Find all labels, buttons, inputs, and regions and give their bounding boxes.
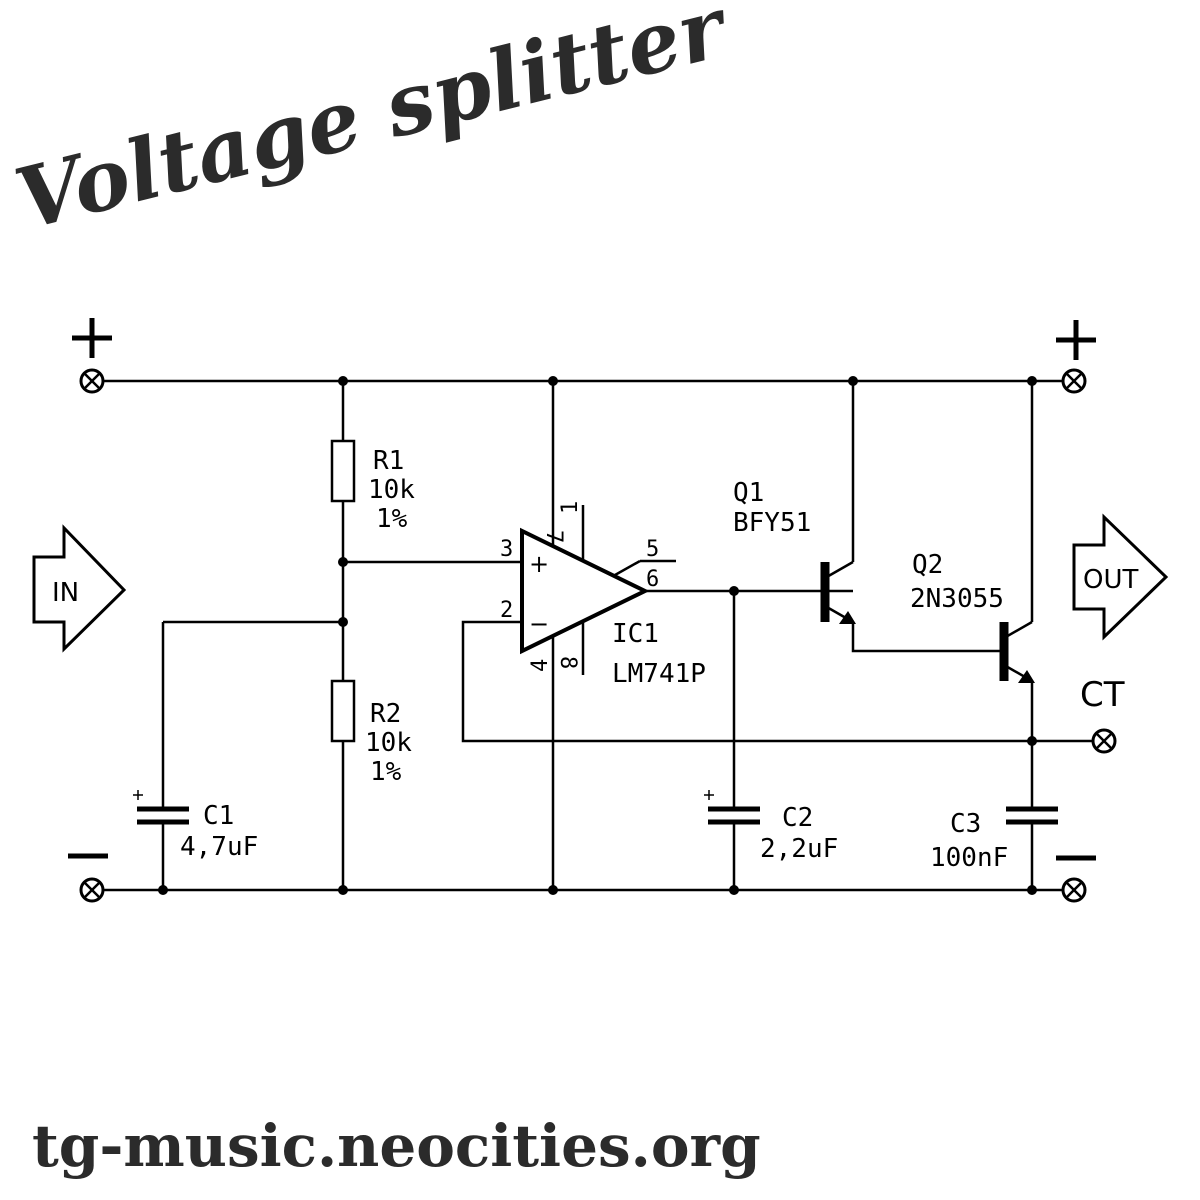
plus-sign-right xyxy=(1056,320,1096,360)
r2-value: 10k xyxy=(365,728,412,758)
ic1-noninv-sign: + xyxy=(529,550,549,578)
r1-tolerance: 1% xyxy=(376,504,408,534)
q2-ref: Q2 xyxy=(912,550,943,580)
r1-ref: R1 xyxy=(373,446,404,476)
terminal-plus-left xyxy=(79,368,105,394)
r2-tolerance: 1% xyxy=(370,757,402,787)
ic1-pin4: 4 xyxy=(528,659,553,672)
terminal-minus-left xyxy=(79,877,105,903)
r1-value: 10k xyxy=(368,475,415,505)
ic1-part: LM741P xyxy=(612,659,706,689)
ct-label: CT xyxy=(1080,675,1125,715)
r2-ref: R2 xyxy=(370,699,401,729)
transistor-q1 xyxy=(820,381,1003,653)
ic1-ref: IC1 xyxy=(612,619,659,649)
c2-value: 2,2uF xyxy=(760,834,838,864)
capacitor-c3 xyxy=(1006,806,1058,890)
q2-part: 2N3055 xyxy=(910,584,1004,614)
c2-ref: C2 xyxy=(782,803,813,833)
plus-sign-left xyxy=(72,318,112,358)
terminal-minus-right xyxy=(1061,877,1087,903)
q1-part: BFY51 xyxy=(733,508,811,538)
out-label: OUT xyxy=(1083,565,1138,595)
opamp-ic1 xyxy=(520,381,853,890)
c3-ref: C3 xyxy=(950,809,981,839)
plus-left-text: + xyxy=(0,0,1,1)
q1-ref: Q1 xyxy=(733,478,764,508)
ic1-pin1: 1 xyxy=(558,501,583,514)
ic1-pin8: 8 xyxy=(555,656,580,669)
ic1-pin2: 2 xyxy=(500,598,513,623)
in-label: IN xyxy=(52,578,79,608)
ic1-inv-sign: − xyxy=(529,610,549,638)
ic1-pin5: 5 xyxy=(646,537,659,562)
c1-ref: C1 xyxy=(203,801,234,831)
out-arrow: OUT xyxy=(1072,513,1169,641)
capacitor-c1 xyxy=(137,620,343,890)
resistor-r2 xyxy=(330,679,356,890)
ic1-pin3: 3 xyxy=(500,537,513,562)
capacitor-c2 xyxy=(708,591,760,890)
terminal-plus-right xyxy=(1061,368,1087,394)
resistor-r1 xyxy=(330,381,356,562)
feedback-wire xyxy=(461,620,1032,743)
c3-value: 100nF xyxy=(930,843,1008,873)
ic1-pin7: 7 xyxy=(541,530,566,543)
footer-url: tg-music.neocities.org xyxy=(32,1112,761,1180)
in-arrow: IN xyxy=(32,524,127,653)
c1-value: 4,7uF xyxy=(180,832,258,862)
ic1-pin6: 6 xyxy=(646,567,659,592)
junction-dots xyxy=(158,376,1037,895)
terminal-ct xyxy=(1091,728,1117,754)
